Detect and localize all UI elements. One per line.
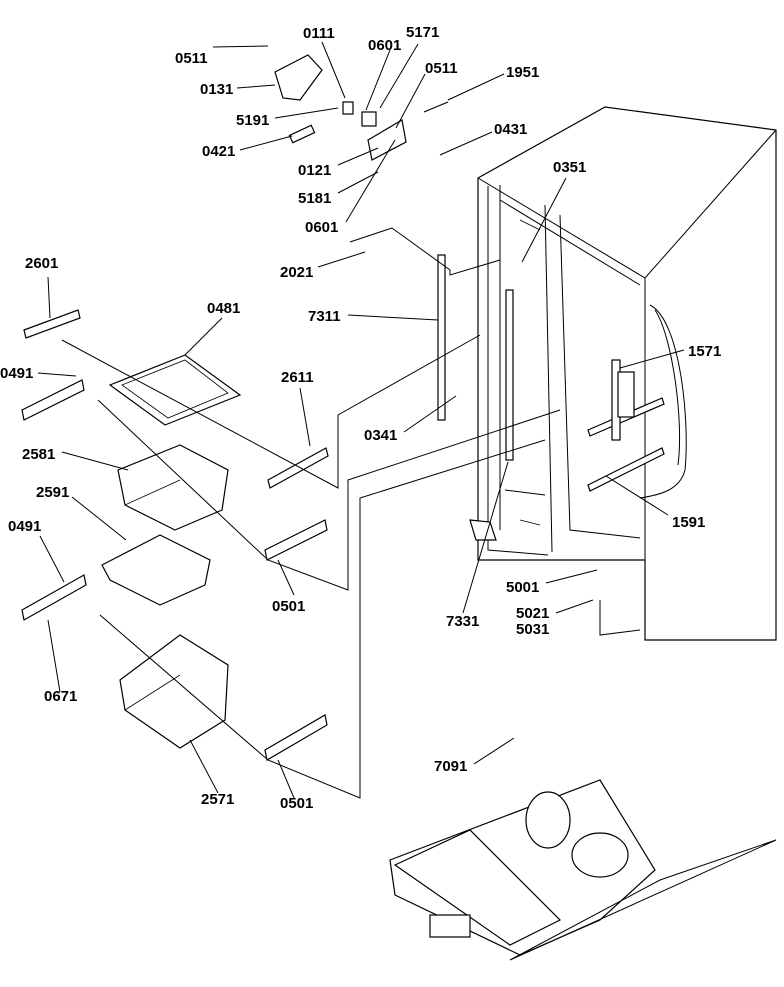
label-5181: 5181 [298,190,331,207]
label-0111: 0111 [303,25,335,42]
label-2021: 2021 [280,264,313,281]
label-0501-a: 0501 [272,598,305,615]
label-0491-b: 0491 [8,518,41,535]
freezer-shelf [108,354,242,426]
label-5031: 5031 [516,621,549,638]
label-1951: 1951 [506,64,539,81]
slide-0501-lower [264,714,328,761]
label-2591: 2591 [36,484,69,501]
label-0351: 0351 [553,159,586,176]
label-5191: 5191 [236,112,269,129]
label-0121: 0121 [298,162,331,179]
slide-0491-lower [21,574,87,621]
label-5021: 5021 [516,605,549,622]
label-1571: 1571 [688,343,721,360]
label-2571: 2571 [201,791,234,808]
label-2581: 2581 [22,446,55,463]
label-5001: 5001 [506,579,539,596]
basket-middle [101,534,211,606]
slide-2601 [23,309,81,339]
refrigerator-cabinet [437,106,777,641]
label-0671: 0671 [44,688,77,705]
leader-lines [37,41,685,799]
label-1591: 1591 [672,514,705,531]
basket-upper [117,444,229,531]
machine-compartment [389,779,777,961]
label-2611: 2611 [281,369,314,386]
label-0501-b: 0501 [280,795,313,812]
label-0491-a: 0491 [0,365,33,382]
label-0431: 0431 [494,121,527,138]
label-0511-a: 0511 [175,50,208,67]
label-5171: 5171 [406,24,439,41]
label-7311: 7311 [308,308,341,325]
label-0601-b: 0601 [305,219,338,236]
label-0601-a: 0601 [368,37,401,54]
label-0131: 0131 [200,81,233,98]
label-0341: 0341 [364,427,397,444]
slide-2611 [267,447,329,489]
label-2601: 2601 [25,255,58,272]
label-0481: 0481 [207,300,240,317]
evaporator-fan-assembly [274,54,449,161]
label-0511-b: 0511 [425,60,458,77]
label-7091: 7091 [434,758,467,775]
label-0421: 0421 [202,143,235,160]
slide-0501-upper [264,519,328,561]
slide-0491-upper [21,379,85,421]
basket-lower [119,634,229,749]
label-7331: 7331 [446,613,479,630]
part-labels: 0511 0131 0111 0601 5171 0511 1951 5191 … [0,24,721,812]
